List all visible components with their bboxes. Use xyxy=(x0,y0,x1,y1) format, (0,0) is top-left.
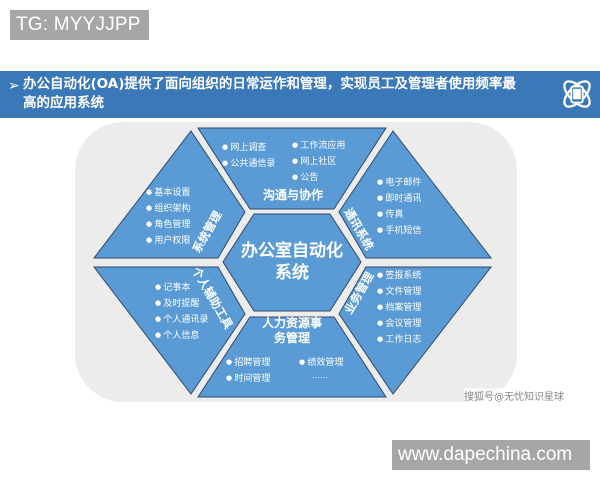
list-item: 及时提醒 xyxy=(155,298,199,310)
list-item: 个人通讯录 xyxy=(155,314,208,326)
list-item: 个人信息 xyxy=(155,330,199,342)
list-item: 网上调查 xyxy=(222,142,266,154)
list-item: 手机短信 xyxy=(377,225,421,237)
segment-business-management xyxy=(338,266,493,395)
segment-title-communication: 沟通与协作 xyxy=(262,188,323,202)
list-item: 会议管理 xyxy=(377,318,421,330)
list-item: 记事本 xyxy=(155,282,190,294)
credit-watermark: 搜狐号@无忧知识星球 xyxy=(464,388,564,403)
list-item: 电子邮件 xyxy=(377,177,421,189)
title-banner: ➢ 办公自动化(OA)提供了面向组织的日常运作和管理，实现员工及管理者使用频率最… xyxy=(0,71,600,118)
list-item: 档案管理 xyxy=(377,302,421,314)
list-item: 角色管理 xyxy=(146,219,190,231)
center-title: 办公室自动化 系统 xyxy=(241,241,343,283)
list-item: 签报系统 xyxy=(377,270,421,282)
banner-title: 办公自动化(OA)提供了面向组织的日常运作和管理，实现员工及管理者使用频率最高的… xyxy=(23,76,516,111)
list-item: 绩效管理 xyxy=(299,357,343,369)
list-item: 即时通讯 xyxy=(377,193,421,205)
ellipsis: …… xyxy=(312,371,328,380)
segment-title-hr: 人力资源事 务管理 xyxy=(261,316,322,345)
list-item: 时间管理 xyxy=(226,373,270,385)
list-item: 基本设置 xyxy=(146,187,190,199)
list-item: 公告 xyxy=(292,172,318,184)
arrow-bullet-icon: ➢ xyxy=(8,78,20,94)
list-item: 招聘管理 xyxy=(226,357,270,369)
list-item: 文件管理 xyxy=(377,286,421,298)
list-item: 工作日志 xyxy=(377,334,421,346)
list-item: 工作流应用 xyxy=(292,140,345,152)
watermark-top: TG: MYYJJPP xyxy=(10,10,149,40)
atom-phone-icon xyxy=(563,80,591,108)
list-item: 组织架构 xyxy=(146,203,190,215)
center-hexagon xyxy=(222,213,362,312)
list-item: 用户权限 xyxy=(146,235,190,247)
list-item: 网上社区 xyxy=(292,156,336,168)
list-item: 传真 xyxy=(377,209,403,221)
watermark-bottom: www.dapechina.com xyxy=(392,440,590,470)
list-item: 公共通信录 xyxy=(222,158,275,170)
